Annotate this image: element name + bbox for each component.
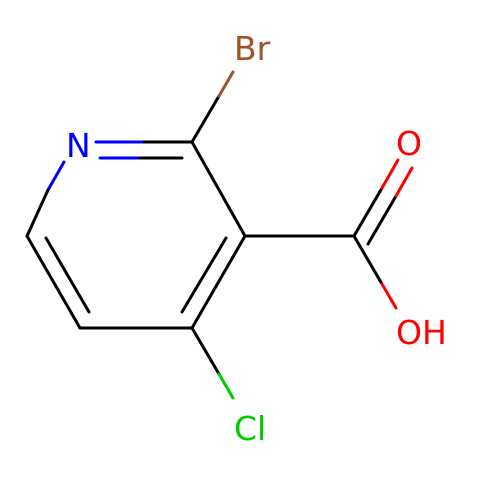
bond-c3-c2: [190, 140, 247, 238]
bond-c-o-double-b-colored: [394, 166, 414, 198]
atom-label-cl: Cl: [234, 409, 266, 448]
bond-c4-cl-colored: [217, 372, 235, 400]
bond-c-oh: [352, 234, 384, 286]
bond-c4-c3-outer: [190, 234, 247, 330]
atom-labels: Br N O OH Cl: [66, 29, 447, 448]
bond-c-o-double-a-colored: [380, 158, 400, 190]
bond-c6-c5-inner: [44, 236, 91, 314]
bond-c4-cl: [190, 326, 221, 376]
bond-c6-c5-outer: [25, 234, 82, 330]
bonds: [25, 70, 414, 400]
atom-label-n: N: [66, 126, 91, 165]
bond-c-oh-colored: [380, 282, 398, 310]
bond-c2-br: [190, 94, 221, 144]
bond-c-o-double-b: [366, 194, 398, 246]
bond-c2-br-colored: [217, 70, 235, 98]
bond-n-c6-colored: [46, 160, 66, 192]
atom-label-oh: OH: [396, 313, 447, 352]
bond-c-o-double-a: [352, 186, 384, 238]
atom-label-br: Br: [234, 29, 271, 68]
bond-n-c6: [25, 188, 50, 238]
bond-c4-c3-inner: [180, 236, 228, 314]
atom-label-o-carbonyl: O: [396, 124, 422, 163]
